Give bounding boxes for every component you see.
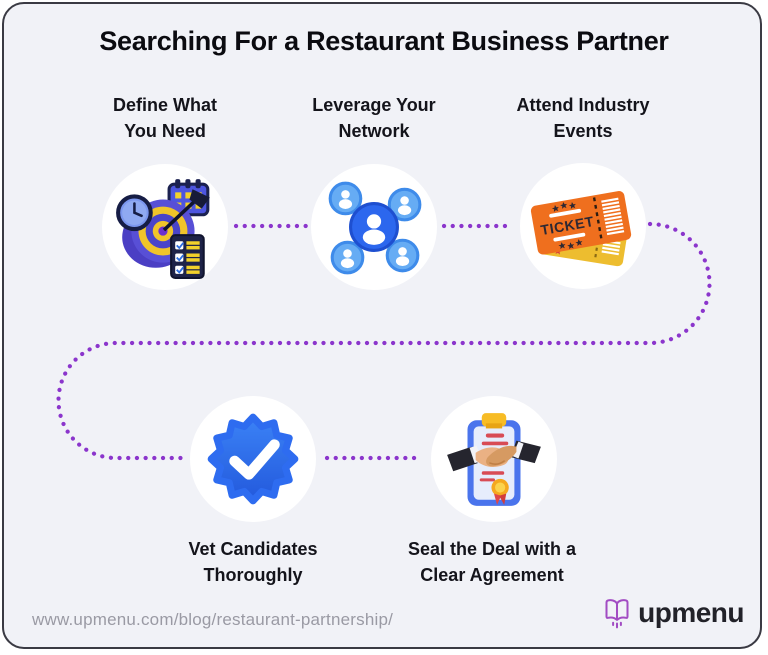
target-dartboard-icon xyxy=(116,179,210,279)
step-circle-define xyxy=(102,164,228,290)
step-label-seal: Seal the Deal with a Clear Agreement xyxy=(372,536,612,588)
step-label-network: Leverage Your Network xyxy=(254,92,494,144)
verified-badge-icon xyxy=(207,413,299,505)
step-label-line: Vet Candidates xyxy=(188,539,318,559)
step-circle-events: TICKET TICKET xyxy=(520,163,646,289)
step-label-line: Attend Industry xyxy=(516,95,650,115)
step-label-line: Events xyxy=(553,121,613,141)
step-circle-vet xyxy=(190,396,316,522)
handshake-agreement-icon xyxy=(447,413,541,506)
upmenu-logo: upmenu xyxy=(603,596,744,630)
step-label-events: Attend Industry Events xyxy=(463,92,703,144)
step-label-line: Leverage Your xyxy=(312,95,436,115)
step-label-line: Thoroughly xyxy=(203,565,303,585)
step-circle-seal xyxy=(431,396,557,522)
step-label-vet: Vet Candidates Thoroughly xyxy=(133,536,373,588)
connector-segment-3-4 xyxy=(56,221,712,461)
step-label-line: Seal the Deal with a xyxy=(407,539,577,559)
step-label-define: Define What You Need xyxy=(45,92,285,144)
upmenu-book-icon xyxy=(605,599,629,629)
source-url: www.upmenu.com/blog/restaurant-partnersh… xyxy=(32,610,394,629)
people-network-icon xyxy=(328,181,422,275)
infographic-card xyxy=(2,2,762,649)
upmenu-wordmark: upmenu xyxy=(638,597,744,628)
step-label-line: Define What xyxy=(112,95,217,115)
event-tickets-icon: TICKET TICKET xyxy=(530,190,632,267)
step-label-line: Network xyxy=(338,121,410,141)
infographic-title: Searching For a Restaurant Business Part… xyxy=(99,26,669,56)
step-circle-network xyxy=(311,164,437,290)
step-label-line: Clear Agreement xyxy=(420,565,564,585)
step-label-line: You Need xyxy=(124,121,206,141)
